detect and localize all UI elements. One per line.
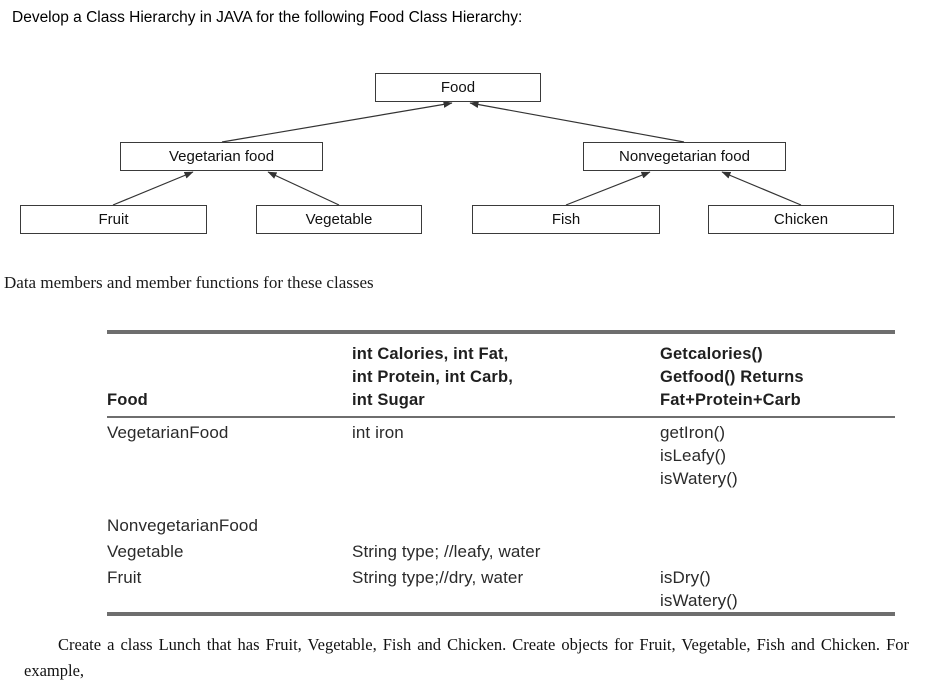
diagram-node-fruit: Fruit [20, 205, 207, 234]
table-row: Vegetable String type; //leafy, water [107, 537, 895, 563]
diagram-node-label: Fish [551, 211, 581, 228]
table-cell-2: int iron [352, 418, 660, 490]
cell-line: Vegetable [107, 542, 184, 561]
table-cell-1: NonvegetarianFood [107, 511, 352, 537]
page-title: Develop a Class Hierarchy in JAVA for th… [12, 9, 523, 26]
cell-line: Food [107, 391, 148, 409]
diagram-edge-vegetarian-to-food [221, 100, 453, 143]
diagram-edge-fish-to-nonvegetarian [565, 171, 651, 206]
diagram-node-nonvegetarian: Nonvegetarian food [583, 142, 786, 171]
diagram-edge-fruit-to-vegetarian [112, 171, 194, 206]
table-header-rule-row [107, 416, 895, 418]
table-header-row: Food int Calories, int Fat, int Protein, … [107, 334, 895, 416]
cell-line: isWatery() [660, 469, 738, 488]
diagram-connectors [112, 100, 802, 206]
cell-line: NonvegetarianFood [107, 516, 259, 535]
table-cell-1: Vegetable [107, 537, 352, 563]
table-cell-2 [352, 511, 660, 537]
cell-line: int Protein, int Carb, [352, 368, 513, 386]
header-cell-data-members: int Calories, int Fat, int Protein, int C… [352, 334, 660, 416]
diagram-node-chicken: Chicken [708, 205, 894, 234]
task-description: Create a class Lunch that has Fruit, Veg… [24, 635, 909, 680]
table-cell-3 [660, 537, 895, 563]
diagram-node-label: Fruit [98, 211, 129, 228]
diagram-edge-vegetable-to-vegetarian [267, 171, 340, 206]
table-top-rule [107, 330, 895, 334]
diagram-node-vegetarian: Vegetarian food [120, 142, 323, 171]
diagram-node-vegetable: Vegetable [256, 205, 422, 234]
header-cell-class: Food [107, 334, 352, 416]
cell-line: getIron() [660, 423, 726, 442]
table-row: NonvegetarianFood [107, 511, 895, 537]
cell-line: Getcalories() [660, 345, 763, 363]
table-cell-3: getIron() isLeafy() isWatery() [660, 418, 895, 490]
cell-line: Fat+Protein+Carb [660, 391, 801, 409]
diagram-node-label: Vegetarian food [168, 148, 275, 165]
cell-line: int iron [352, 423, 404, 442]
table-body: VegetarianFood int iron getIron() isLeafy()… [107, 416, 895, 612]
cell-line: Fruit [107, 568, 142, 587]
table-cell-2: String type;//dry, water [352, 563, 660, 612]
table-header-rule [107, 416, 895, 418]
table-cell-2: String type; //leafy, water [352, 537, 660, 563]
diagram-node-fish: Fish [472, 205, 660, 234]
table-cell-3: isDry() isWatery() [660, 563, 895, 612]
diagram-node-label: Chicken [773, 211, 829, 228]
diagram-node-label: Nonvegetarian food [619, 148, 750, 165]
table-spacer-row [107, 490, 895, 511]
cell-line: String type;//dry, water [352, 568, 524, 587]
members-table: Food int Calories, int Fat, int Protein, … [107, 330, 895, 616]
cell-line: Getfood() Returns [660, 368, 804, 386]
table-header: Food int Calories, int Fat, int Protein, … [107, 334, 895, 416]
diagram-edge-chicken-to-nonvegetarian [721, 171, 802, 206]
table-cell-1: Fruit [107, 563, 352, 612]
cell-line: int Calories, int Fat, [352, 345, 509, 363]
data-members-table: Food int Calories, int Fat, int Protein, … [107, 334, 895, 612]
table-row: VegetarianFood int iron getIron() isLeafy()… [107, 418, 895, 490]
table-row: Fruit String type;//dry, water isDry() isWa… [107, 563, 895, 612]
cell-line: String type; //leafy, water [352, 542, 541, 561]
cell-line: isLeafy() [660, 446, 727, 465]
table-cell-3 [660, 511, 895, 537]
table-spacer [107, 490, 895, 511]
cell-line: int Sugar [352, 391, 425, 409]
table-cell-1: VegetarianFood [107, 418, 352, 490]
diagram-node-label: Food [440, 79, 476, 96]
cell-line: isDry() [660, 568, 711, 587]
table-bottom-rule [107, 612, 895, 616]
cell-line: VegetarianFood [107, 423, 229, 442]
cell-line: isWatery() [660, 591, 738, 610]
diagram-edge-nonvegetarian-to-food [469, 101, 685, 143]
diagram-node-label: Vegetable [305, 211, 373, 228]
diagram-node-food: Food [375, 73, 541, 102]
table-caption: Data members and member functions for th… [4, 273, 374, 292]
